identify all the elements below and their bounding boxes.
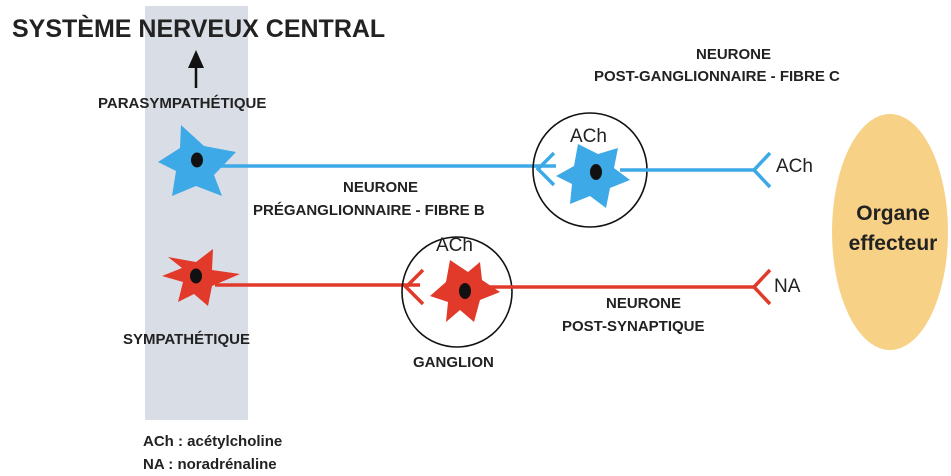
nucleus (191, 152, 203, 168)
ach-ganglion-bottom: ACh (436, 235, 473, 256)
ach-ganglion-top: ACh (570, 126, 607, 147)
diagram-title: SYSTÈME NERVEUX CENTRAL (12, 14, 385, 43)
legend-ach: ACh : acétylcholine (143, 433, 282, 450)
nucleus (190, 268, 202, 284)
up-arrow-icon (188, 50, 204, 88)
preganglionic-terminal (535, 151, 556, 187)
effector-organ (832, 114, 948, 350)
postganglionic-label-line1: NEURONE (696, 46, 771, 63)
preganglionic-label-line2: PRÉGANGLIONNAIRE - FIBRE B (253, 202, 485, 219)
legend-na: NA : noradrénaline (143, 456, 277, 473)
organ-label-line1: Organe (856, 202, 930, 225)
organ-label-line2: effecteur (849, 232, 938, 255)
preganglionic-label-line1: NEURONE (343, 179, 418, 196)
na-terminal-label: NA (774, 276, 801, 297)
sympathetic-postganglionic-neuron (430, 260, 500, 322)
postsynaptic-terminal (751, 268, 772, 306)
parasympathetic-postganglionic-neuron (556, 144, 630, 208)
parasympathetic-label: PARASYMPATHÉTIQUE (98, 95, 266, 112)
sympathetic-preganglionic-terminal (403, 268, 425, 306)
ganglion-label: GANGLION (413, 354, 494, 371)
sympathetic-label: SYMPATHÉTIQUE (123, 331, 250, 348)
postsynaptic-label-line2: POST-SYNAPTIQUE (562, 318, 705, 335)
parasympathetic-preganglionic-neuron (158, 125, 236, 196)
postganglionic-label-line2: POST-GANGLIONNAIRE - FIBRE C (594, 68, 840, 85)
postganglionic-terminal (751, 151, 772, 189)
nucleus (590, 164, 602, 180)
postsynaptic-label-line1: NEURONE (606, 295, 681, 312)
ach-terminal-label: ACh (776, 156, 813, 177)
nucleus (459, 283, 471, 299)
sympathetic-ganglion-circle (401, 236, 513, 348)
sympathetic-preganglionic-neuron (162, 249, 240, 306)
